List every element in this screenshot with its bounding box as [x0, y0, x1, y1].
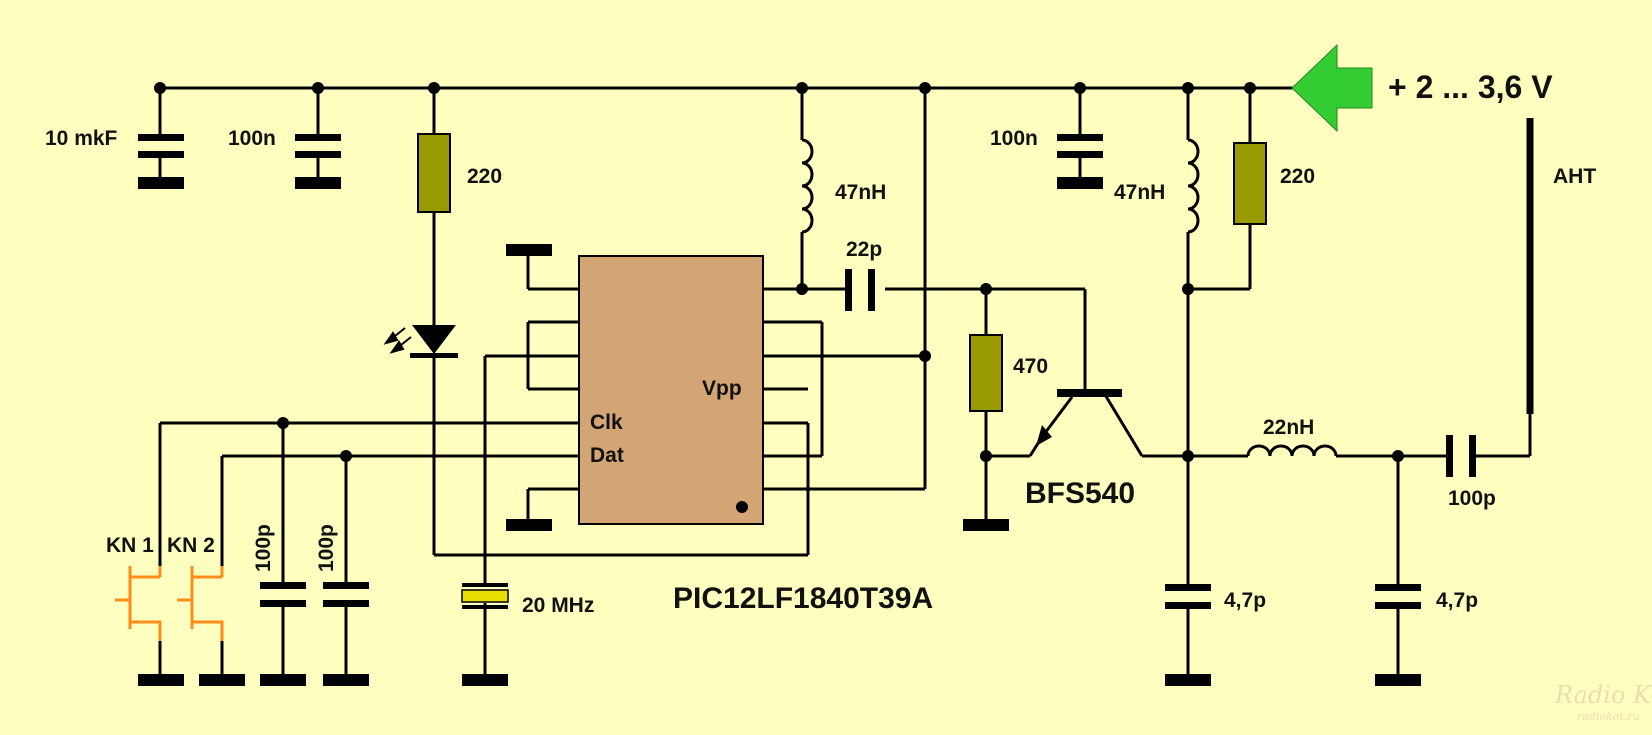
label-100n-right: 100n	[990, 127, 1038, 150]
label-pin-vpp: Vpp	[702, 377, 742, 400]
transistor-bfs540	[1028, 389, 1122, 457]
led	[383, 325, 458, 358]
ground-symbols	[138, 177, 1421, 686]
label-100n-left: 100n	[228, 127, 276, 150]
label-100p-b: 100p	[315, 524, 338, 572]
resistor-470	[969, 334, 1003, 412]
label-10mkF: 10 mkF	[45, 127, 118, 150]
button-kn2	[177, 566, 224, 641]
label-antenna: АНТ	[1553, 165, 1596, 188]
label-4p7-left: 4,7p	[1224, 589, 1266, 612]
label-transistor: BFS540	[1025, 477, 1135, 510]
watermark-logo: Radio KOT	[1554, 681, 1652, 709]
label-22nH: 22nH	[1263, 416, 1314, 439]
label-supply: + 2 ... 3,6 V	[1388, 69, 1553, 105]
resistor-220-right	[1233, 142, 1267, 225]
resistor-220-left	[417, 133, 451, 213]
label-47nH-right: 47nH	[1114, 181, 1165, 204]
ic-pic12lf1840	[578, 255, 764, 525]
ic-pin1-marker	[736, 501, 748, 513]
capacitor-plates	[138, 134, 1476, 609]
crystal	[461, 583, 509, 609]
label-kn1: KN 1	[106, 534, 154, 557]
label-kn2: KN 2	[167, 534, 215, 557]
label-22p: 22p	[846, 238, 882, 261]
label-100p-out: 100p	[1448, 487, 1496, 510]
label-4p7-right: 4,7p	[1436, 589, 1478, 612]
label-pin-clk: Clk	[590, 411, 623, 434]
inductors	[801, 138, 1338, 457]
resistors	[417, 133, 1267, 412]
label-470: 470	[1013, 355, 1048, 378]
label-pin-dat: Dat	[590, 444, 624, 467]
label-220-left: 220	[467, 165, 502, 188]
label-crystal: 20 MHz	[522, 594, 594, 617]
label-220-right: 220	[1280, 165, 1315, 188]
wires	[158, 86, 1532, 680]
watermark-url: radiokot.ru	[1577, 710, 1640, 723]
supply-arrow-icon	[1291, 43, 1373, 133]
label-ic: PIC12LF1840T39A	[673, 582, 933, 615]
label-100p-a: 100p	[252, 524, 275, 572]
button-kn1	[115, 566, 162, 641]
label-47nH-left: 47nH	[835, 181, 886, 204]
junction-dots	[154, 82, 1404, 462]
